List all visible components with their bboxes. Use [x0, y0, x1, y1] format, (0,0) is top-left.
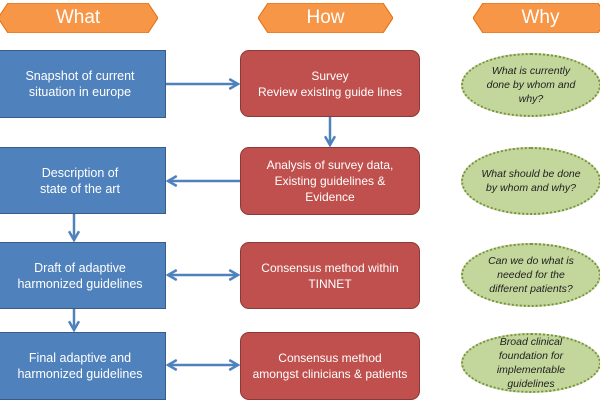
what-box-description: Description of state of the art	[0, 147, 166, 214]
what-box-draft: Draft of adaptive harmonized guidelines	[0, 242, 166, 309]
header-why: Why	[473, 3, 600, 33]
what-box-label: Description of state of the art	[40, 165, 120, 196]
what-box-label: Final adaptive and harmonized guidelines	[17, 351, 143, 381]
header-why-hexagon	[473, 3, 600, 33]
header-why-label: Why	[521, 7, 560, 28]
header-what: What	[0, 3, 158, 33]
how-box-label: Consensus method within TINNET	[261, 260, 399, 291]
header-how-label: How	[306, 7, 345, 28]
why-bubble-current: What is currently done by whom and why?	[461, 53, 600, 117]
why-bubble-label: What is currently done by whom and why?	[486, 65, 576, 105]
why-bubble-patients: Can we do what is needed for the differe…	[461, 243, 600, 307]
what-box-label: Draft of adaptive harmonized guidelines	[17, 260, 143, 291]
why-bubble-foundation: Broad clinical foundation for implementa…	[461, 333, 600, 393]
why-bubble-label: What should be done by whom and why?	[481, 168, 581, 194]
how-box-label: Consensus method amongst clinicians & pa…	[252, 351, 408, 381]
how-box-analysis: Analysis of survey data, Existing guidel…	[240, 147, 420, 215]
header-how-hexagon	[258, 3, 393, 33]
how-box-tinnet: Consensus method within TINNET	[240, 242, 420, 309]
what-box-snapshot: Snapshot of current situation in europe	[0, 50, 166, 118]
how-box-clinicians: Consensus method amongst clinicians & pa…	[240, 332, 420, 400]
what-box-final: Final adaptive and harmonized guidelines	[0, 332, 166, 400]
what-box-label: Snapshot of current situation in europe	[25, 69, 135, 99]
header-how: How	[258, 3, 393, 33]
why-bubble-label: Can we do what is needed for the differe…	[488, 255, 574, 295]
header-what-label: What	[55, 7, 101, 28]
how-box-label: Survey Review existing guide lines	[257, 68, 403, 99]
why-bubble-label: Broad clinical foundation for implementa…	[496, 336, 566, 390]
how-box-label: Analysis of survey data, Existing guidel…	[266, 158, 394, 204]
why-bubble-should: What should be done by whom and why?	[461, 147, 600, 215]
header-what-hexagon	[0, 3, 158, 33]
how-box-survey: Survey Review existing guide lines	[240, 50, 420, 117]
